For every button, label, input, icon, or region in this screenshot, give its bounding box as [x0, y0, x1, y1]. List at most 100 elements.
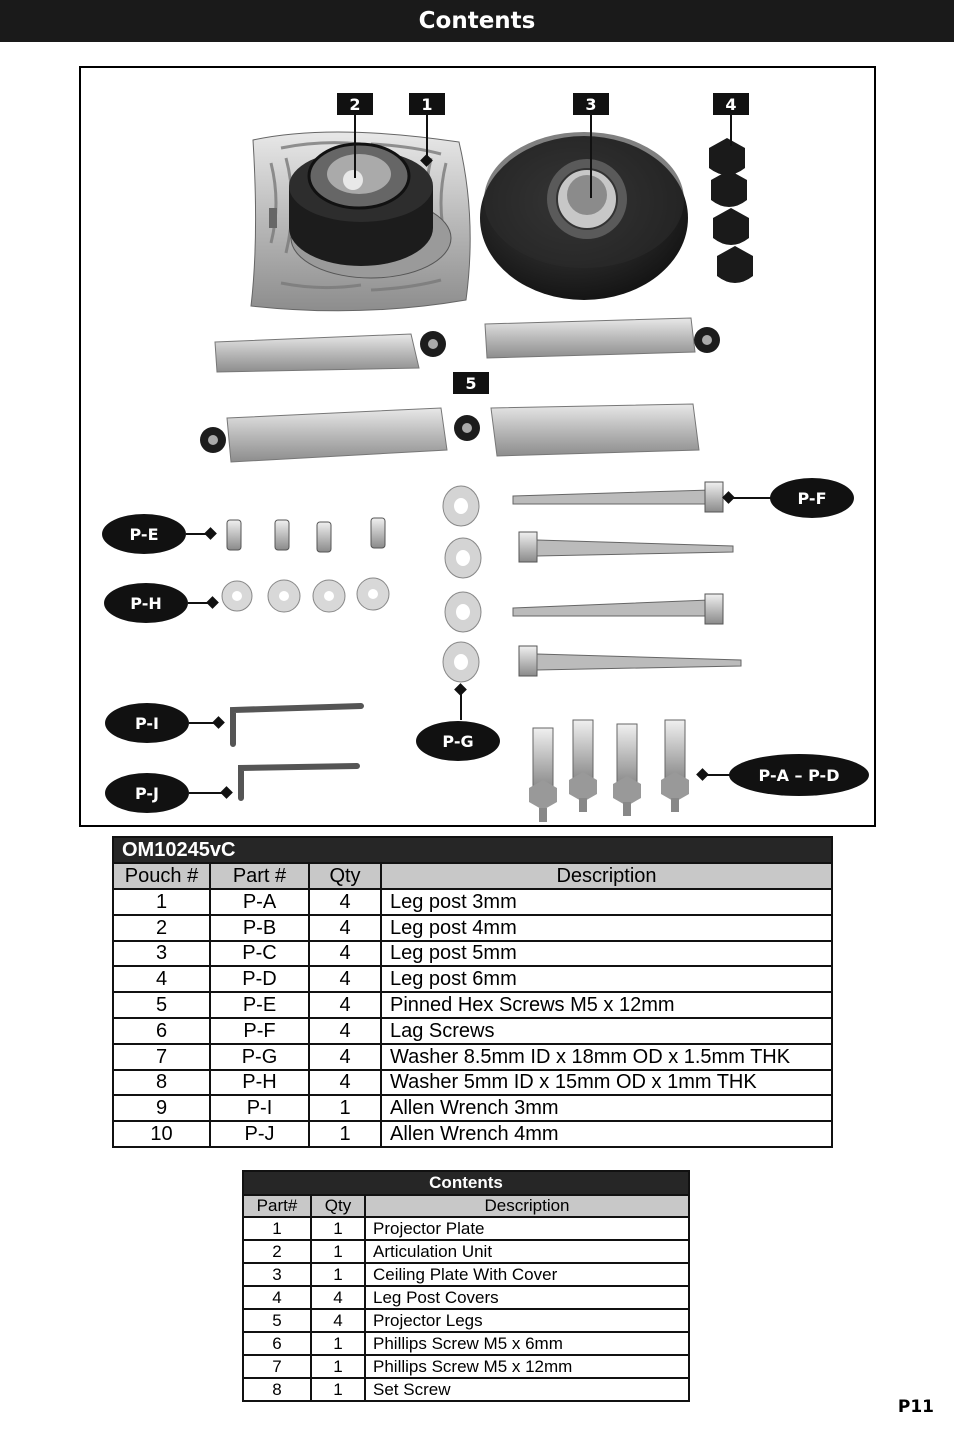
table-cell: 9 [112, 1094, 211, 1123]
table-cell: 4 [310, 1285, 366, 1310]
table-cell: Leg post 4mm [380, 913, 833, 942]
table-cell: P-E [209, 991, 310, 1019]
leg-posts [529, 719, 689, 822]
label-ph: P-H [104, 583, 219, 623]
table-cell: Allen Wrench 4mm [380, 1120, 833, 1148]
table-cell: 1 [308, 1120, 382, 1148]
table-cell: Lag Screws [380, 1016, 833, 1045]
table-cell: 7 [242, 1354, 312, 1379]
table-cell: 8 [242, 1377, 312, 1402]
table-cell: Set Screw [364, 1377, 690, 1402]
table-cell: 3 [242, 1262, 312, 1287]
table-cell: 4 [308, 888, 382, 916]
label-pi: P-I [105, 703, 225, 743]
table-cell: P-C [209, 939, 310, 968]
table-cell: 1 [310, 1239, 366, 1264]
table-cell: 7 [112, 1042, 211, 1071]
table-cell: Phillips Screw M5 x 12mm [364, 1354, 690, 1379]
col-header-description: Description [380, 862, 833, 890]
contents-table-title-row: Contents [242, 1170, 690, 1196]
svg-text:5: 5 [465, 374, 476, 393]
table-cell: 5 [242, 1308, 312, 1333]
table-cell: 10 [112, 1120, 211, 1148]
table-cell: 1 [310, 1331, 366, 1356]
parts-table: OM10245vC Pouch # Part # Qty Description… [112, 836, 833, 1148]
table-cell: 4 [308, 913, 382, 942]
svg-text:P-I: P-I [135, 714, 159, 733]
label-pad: P-A – P-D [696, 754, 869, 796]
table-cell: P-B [209, 913, 310, 942]
svg-text:P-A – P-D: P-A – P-D [759, 766, 840, 785]
col-header-pouch: Pouch # [112, 862, 211, 890]
table-cell: Washer 8.5mm ID x 18mm OD x 1.5mm THK [380, 1042, 833, 1071]
table-cell: Leg post 3mm [380, 888, 833, 916]
table-cell: 4 [310, 1308, 366, 1333]
col-header-part: Part # [209, 862, 310, 890]
table-cell: 1 [310, 1354, 366, 1379]
table-cell: Leg post 6mm [380, 965, 833, 994]
page-title: Contents [418, 8, 536, 34]
table-cell: P-H [209, 1068, 310, 1097]
pinned-hex-screws [226, 517, 386, 553]
table-cell: 4 [242, 1285, 312, 1310]
table-cell: 8 [112, 1068, 211, 1097]
table-cell: Leg Post Covers [364, 1285, 690, 1310]
svg-text:4: 4 [725, 95, 736, 114]
table-cell: 2 [242, 1239, 312, 1264]
table-cell: 1 [310, 1262, 366, 1287]
label-pe: P-E [102, 514, 217, 554]
ceiling-plate [480, 132, 688, 300]
table-cell: P-G [209, 1042, 310, 1071]
svg-text:1: 1 [421, 95, 432, 114]
table-cell: 1 [310, 1377, 366, 1402]
parts-table-title: OM10245vC [112, 836, 833, 864]
svg-text:P-H: P-H [130, 594, 161, 613]
table-cell: P-J [209, 1120, 310, 1148]
label-pj: P-J [105, 773, 233, 813]
page-header: Contents [0, 0, 954, 42]
leg-post-covers [709, 138, 753, 283]
parts-table-header-row: Pouch # Part # Qty Description [112, 862, 833, 890]
tag-5: 5 [453, 372, 489, 394]
tag-1: 1 [409, 93, 445, 167]
table-cell: Pinned Hex Screws M5 x 12mm [380, 991, 833, 1019]
svg-text:P-F: P-F [797, 489, 826, 508]
large-washers [442, 485, 482, 683]
table-cell: Phillips Screw M5 x 6mm [364, 1331, 690, 1356]
table-cell: 4 [308, 965, 382, 994]
page-number: P11 [897, 1397, 934, 1417]
label-pf: P-F [722, 478, 854, 518]
table-cell: 4 [308, 1042, 382, 1071]
table-cell: 3 [112, 939, 211, 968]
parts-table-title-row: OM10245vC [112, 836, 833, 864]
table-cell: Projector Plate [364, 1216, 690, 1241]
table-cell: 5 [112, 991, 211, 1019]
parts-illustration: 2 1 3 4 5 [102, 93, 869, 822]
table-cell: 2 [112, 913, 211, 942]
table-cell: 1 [242, 1216, 312, 1241]
svg-text:P-G: P-G [442, 732, 473, 751]
col-header-qty: Qty [310, 1194, 366, 1218]
table-cell: 4 [308, 1068, 382, 1097]
table-cell: P-A [209, 888, 310, 916]
allen-wrenches [230, 703, 364, 801]
table-cell: 4 [308, 1016, 382, 1045]
number-tags: 2 1 3 4 5 [337, 93, 749, 394]
col-header-part-number: Part# [242, 1194, 312, 1218]
table-cell: Ceiling Plate With Cover [364, 1262, 690, 1287]
svg-text:3: 3 [585, 95, 596, 114]
